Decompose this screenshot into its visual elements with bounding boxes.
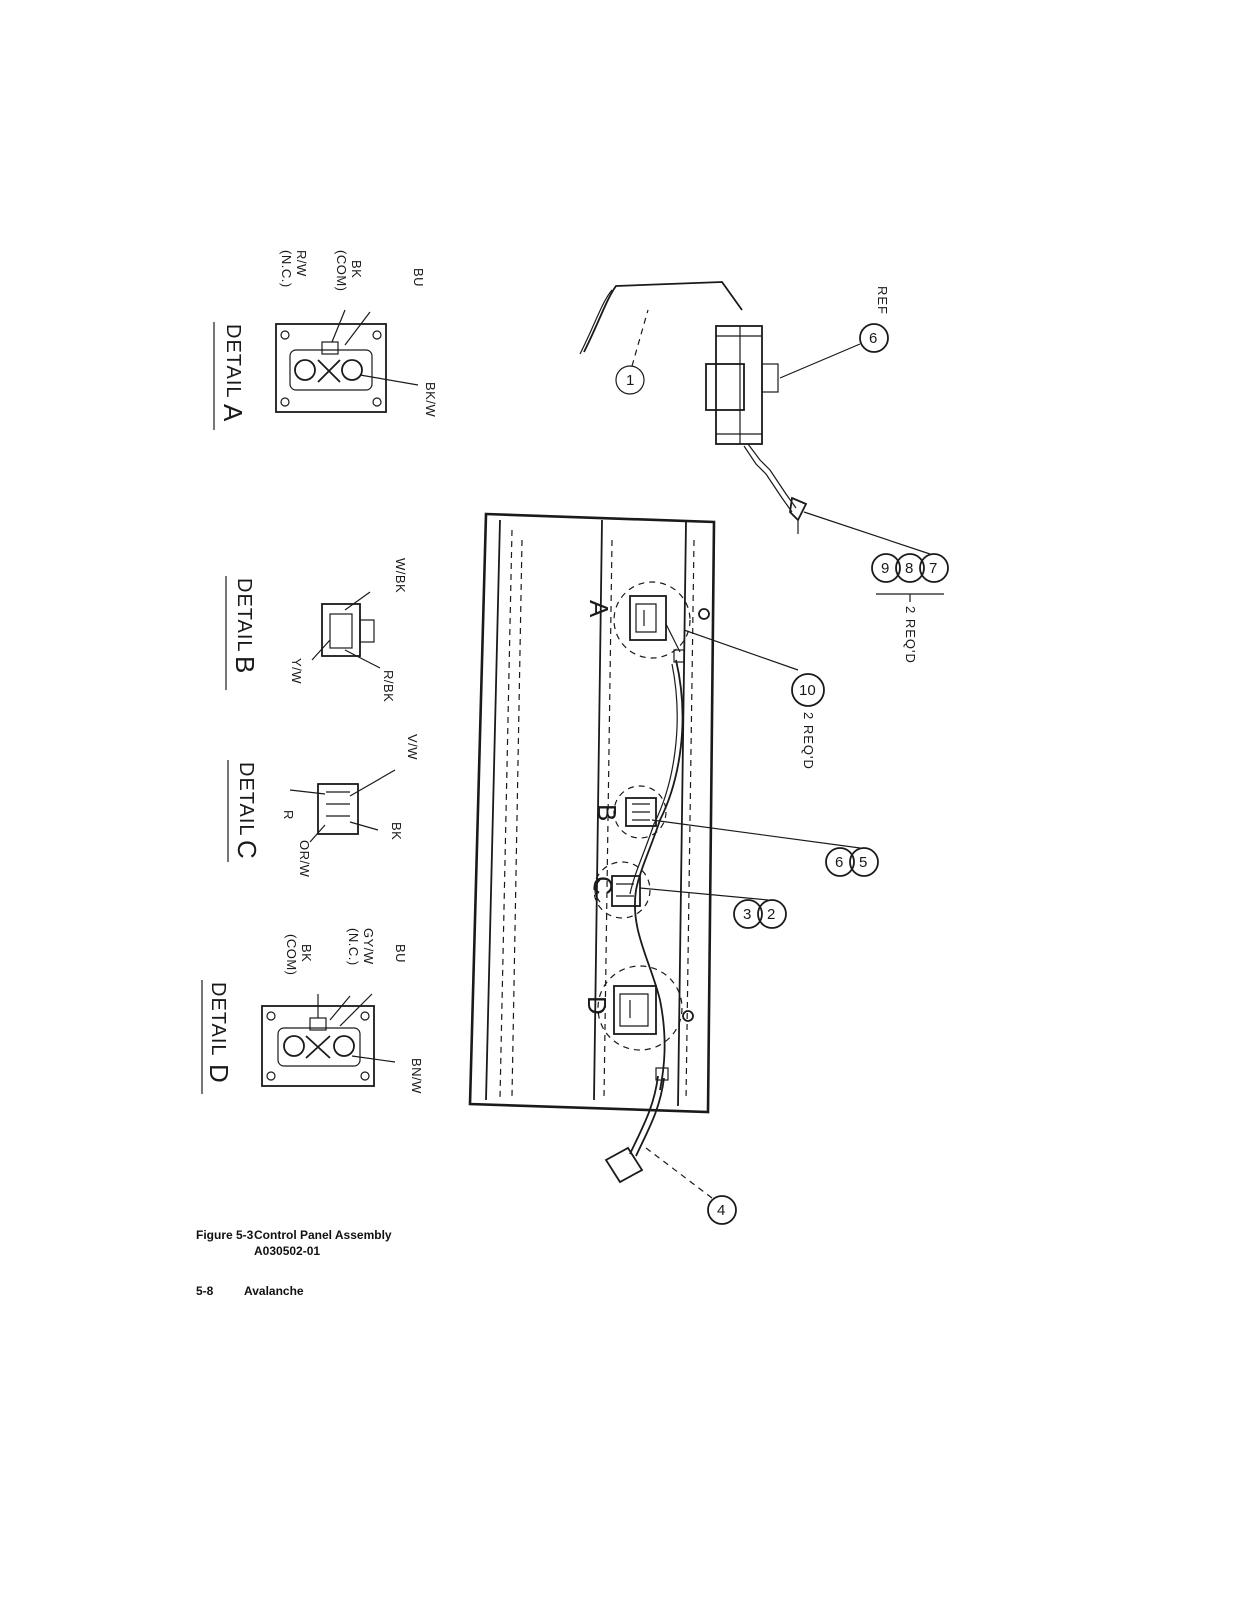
- detail-d-wire-bu: BU: [393, 944, 408, 963]
- callout-2: [757, 899, 787, 929]
- ref-note: REF: [875, 286, 890, 315]
- figure-code: A030502-01: [254, 1244, 321, 1258]
- detail-c-wire-r: R: [281, 810, 296, 820]
- detail-a-wire-nc: (N.C.): [279, 250, 294, 288]
- bulb-callout-number: 1: [626, 372, 634, 389]
- callout-10-number: 10: [799, 682, 816, 699]
- detail-c: DETAIL C V/W BK R OR/W: [227, 734, 420, 878]
- panel-station-d: [597, 965, 683, 1051]
- detail-a-switch-plate: [275, 323, 387, 413]
- detail-a-wire-com: (COM): [334, 250, 349, 292]
- panel-marker-c: C: [588, 876, 618, 895]
- detail-d-wire-bk: BK: [299, 944, 314, 962]
- figure-caption: Figure 5-3Control Panel Assembly A030502…: [196, 1228, 516, 1258]
- detail-b-letter: B: [230, 656, 260, 673]
- callout-6-number: 6: [835, 854, 843, 871]
- callout-8-number: 8: [905, 560, 913, 577]
- sensing-bulb: [615, 365, 645, 395]
- callouts: 6 REF 7 8 9 2 REQ'D 10 2 REQ'D 5 6 2 3 4: [639, 286, 949, 1225]
- detail-b-wire-yw: Y/W: [289, 658, 304, 684]
- section-name: Avalanche: [244, 1284, 304, 1298]
- capillary-fitting: [789, 496, 808, 522]
- control-panel: A B C D: [468, 512, 716, 1114]
- figure-title: Control Panel Assembly: [254, 1228, 392, 1242]
- panel-station-a: [613, 581, 691, 659]
- detail-b-wire-wbk: W/BK: [393, 558, 408, 593]
- detail-d-wire-com: (COM): [284, 934, 299, 976]
- detail-d: DETAIL D BK (COM) GY/W (N.C.) BU BN/W: [201, 928, 424, 1094]
- detail-b-title: DETAIL: [233, 578, 255, 653]
- callout-9: [871, 553, 901, 583]
- detail-b: DETAIL B W/BK Y/W R/BK: [225, 558, 408, 702]
- callout-9-number: 9: [881, 560, 889, 577]
- control-panel-outline: [468, 512, 716, 1114]
- callout-789-req: 2 REQ'D: [903, 606, 918, 664]
- detail-c-wire-bk: BK: [389, 822, 404, 840]
- panel-station-c: [593, 861, 651, 919]
- detail-d-wire-gyw: GY/W: [361, 928, 376, 965]
- callout-5: [849, 847, 879, 877]
- thermostat-assembly: 1: [579, 281, 808, 534]
- panel-screw-top: [698, 608, 710, 620]
- callout-5-number: 5: [859, 854, 867, 871]
- detail-a: DETAIL A R/W (N.C.) BK (COM) BU BK/W: [213, 250, 438, 430]
- detail-d-wire-nc: (N.C.): [346, 928, 361, 966]
- panel-marker-d: D: [582, 996, 612, 1015]
- callout-7-number: 7: [929, 560, 937, 577]
- callout-6: [825, 847, 855, 877]
- page-footer: 5-8 Avalanche: [196, 1284, 304, 1298]
- detail-b-wire-rbk: R/BK: [381, 670, 396, 702]
- detail-c-wire-orw: OR/W: [297, 840, 312, 878]
- callout-3-number: 3: [743, 906, 751, 923]
- thermostat-body: [715, 325, 763, 445]
- detail-a-wire-bk: BK: [349, 260, 364, 278]
- detail-c-letter: C: [232, 840, 262, 859]
- panel-marker-a: A: [584, 600, 614, 618]
- detail-d-wire-bnw: BN/W: [409, 1058, 424, 1094]
- detail-a-wire-bu: BU: [411, 268, 426, 287]
- detail-a-letter: A: [218, 404, 248, 422]
- figure-label: Figure 5-3: [196, 1228, 254, 1242]
- detail-a-wire-rw: R/W: [294, 250, 309, 277]
- detail-a-title: DETAIL: [222, 324, 244, 399]
- harness-connector: [604, 1067, 669, 1184]
- callout-6-ref: [859, 323, 889, 353]
- callout-10-req: 2 REQ'D: [801, 712, 816, 770]
- detail-d-letter: D: [204, 1064, 234, 1083]
- panel-marker-b: B: [592, 804, 622, 821]
- detail-c-wire-vw: V/W: [405, 734, 420, 760]
- callout-3: [733, 899, 763, 929]
- callout-7: [919, 553, 949, 583]
- callout-2-number: 2: [767, 906, 775, 923]
- callout-6-ref-number: 6: [869, 330, 877, 347]
- panel-screw-bottom: [682, 1010, 694, 1022]
- detail-c-title: DETAIL: [235, 762, 257, 837]
- panel-station-b: [613, 785, 667, 839]
- callout-4-number: 4: [717, 1202, 725, 1219]
- detail-a-wire-bkw: BK/W: [423, 382, 438, 417]
- callout-10: [791, 673, 825, 707]
- detail-c-switch-body: [317, 783, 359, 835]
- callout-4: [707, 1195, 737, 1225]
- page-number: 5-8: [196, 1284, 214, 1298]
- detail-d-title: DETAIL: [207, 982, 229, 1057]
- callout-8: [895, 553, 925, 583]
